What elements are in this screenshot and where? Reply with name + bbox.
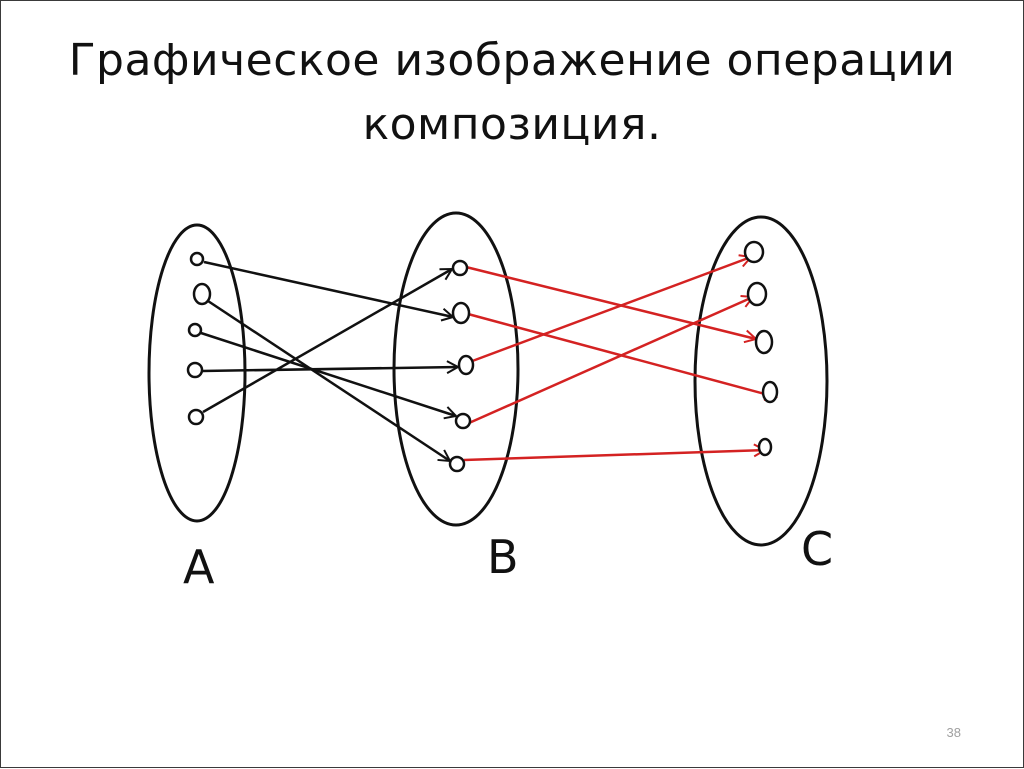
relation-bc-arrows <box>463 257 776 462</box>
arrow-a4-b3 <box>201 367 458 371</box>
set-a-elements <box>186 251 212 426</box>
set-a-ellipse <box>147 223 247 523</box>
title-line-1: Графическое изображение операции <box>68 35 956 86</box>
set-b-ellipse <box>392 211 520 527</box>
page-number: 38 <box>946 725 961 740</box>
set-c-element-4 <box>761 380 779 404</box>
set-a-label: A <box>183 540 215 594</box>
set-a-element-1 <box>189 251 205 267</box>
set-a-element-4 <box>186 361 204 379</box>
arrow-a3-b4 <box>200 331 456 416</box>
set-a-element-3 <box>187 322 203 338</box>
arrow-a2-b5 <box>207 299 450 461</box>
arrow-b3-c1 <box>466 257 751 365</box>
set-b-element-3 <box>457 354 475 376</box>
arrow-b4-c2 <box>468 297 753 425</box>
set-c-ellipse <box>693 215 829 547</box>
arrow-b5-c5 <box>463 450 765 462</box>
set-b-element-5 <box>448 455 466 473</box>
set-a-element-2 <box>192 282 212 306</box>
set-a-element-5 <box>187 408 205 426</box>
set-c-element-2 <box>746 281 768 307</box>
set-b-element-1 <box>451 259 469 277</box>
set-b-label: B <box>487 530 519 584</box>
set-b-element-2 <box>451 301 471 325</box>
arrow-b1-c3 <box>465 265 756 339</box>
slide-title: Графическое изображение операции компози… <box>21 29 1003 157</box>
relation-ab-arrows <box>200 260 458 461</box>
set-b-element-4 <box>454 412 472 430</box>
set-c-label: C <box>801 522 833 576</box>
arrow-a1-b2 <box>203 260 453 317</box>
set-c-elements <box>743 240 779 457</box>
title-line-2: композиция. <box>362 99 662 150</box>
set-c-element-1 <box>743 240 765 264</box>
arrow-a5-b1 <box>202 267 452 414</box>
set-b-elements <box>448 259 475 473</box>
set-c-element-5 <box>757 437 773 457</box>
set-c-element-3 <box>754 329 774 355</box>
